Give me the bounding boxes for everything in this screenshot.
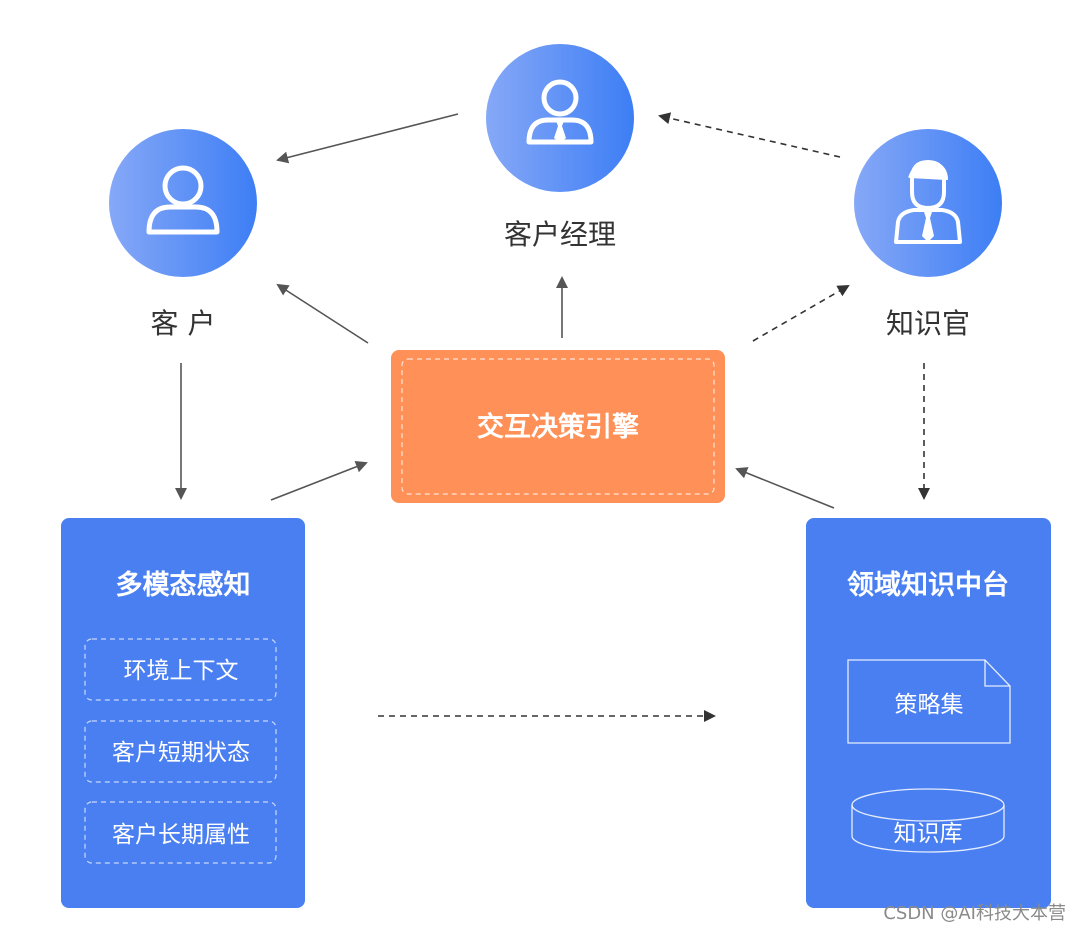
watermark-text: CSDN @AI科技大本营 <box>883 903 1066 924</box>
arrow-engine-to-officer <box>752 284 850 342</box>
knowledge-officer-circle <box>854 129 1002 277</box>
knowledge-base-database-icon <box>851 788 1005 853</box>
knowledge-officer-label: 知识官 <box>886 307 970 340</box>
account-manager-node: 客户经理 <box>486 44 634 251</box>
connector-arrows <box>175 112 930 722</box>
multimodal-panel-bg <box>61 518 305 908</box>
strategy-set-document-icon <box>847 659 1011 744</box>
customer-node: 客 户 <box>109 129 257 340</box>
knowledge-base-label: 知识库 <box>894 821 963 847</box>
arrow-officer-to-manager <box>658 112 841 158</box>
person-icon <box>146 165 220 235</box>
knowledge-officer-node: 知识官 <box>854 129 1002 340</box>
context-item-label: 环境上下文 <box>124 658 239 684</box>
engine-label: 交互决策引擎 <box>477 411 639 443</box>
account-manager-label: 客户经理 <box>504 218 616 251</box>
engine-inner-border <box>401 358 715 495</box>
businessman-icon <box>894 160 962 244</box>
engine-box <box>391 350 725 503</box>
arrow-multimodal-to-engine <box>270 461 368 501</box>
strategy-set-label: 策略集 <box>895 692 964 718</box>
multimodal-panel-title: 多模态感知 <box>116 569 251 601</box>
arrow-engine-to-customer <box>276 283 369 344</box>
knowledge-panel-bg <box>806 518 1051 908</box>
long-term-attribute-item-label: 客户长期属性 <box>112 822 250 848</box>
short-term-state-item-label: 客户短期状态 <box>112 740 250 766</box>
domain-knowledge-panel: 领域知识中台 策略集 知识库 <box>806 518 1051 908</box>
knowledge-panel-title: 领域知识中台 <box>847 569 1009 601</box>
person-with-tie-icon <box>526 79 594 145</box>
arrow-knowledge-to-engine <box>735 467 835 509</box>
long-term-attribute-item-box <box>84 801 277 864</box>
short-term-state-item-box <box>84 720 277 783</box>
interaction-decision-engine: 交互决策引擎 <box>391 350 725 503</box>
customer-label: 客 户 <box>151 307 216 340</box>
context-item-box <box>84 638 277 701</box>
multimodal-perception-panel: 多模态感知 环境上下文 客户短期状态 客户长期属性 <box>61 518 305 908</box>
arrow-manager-to-customer <box>276 113 459 164</box>
